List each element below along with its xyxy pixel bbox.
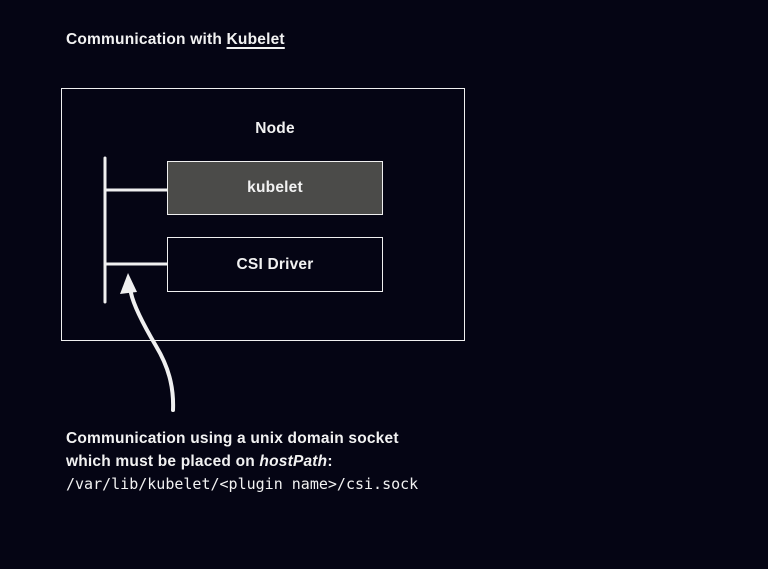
annotation-socket-path: /var/lib/kubelet/<plugin name>/csi.sock	[66, 475, 419, 493]
annotation-line-2-prefix: which must be placed on	[66, 453, 260, 470]
page-title: Communication with Kubelet	[66, 31, 285, 49]
annotation-text-block: Communication using a unix domain socket…	[66, 427, 418, 496]
annotation-line-1: Communication using a unix domain socket	[66, 430, 399, 447]
csi-driver-box: CSI Driver	[167, 237, 383, 292]
page-title-kubelet-underlined: Kubelet	[226, 31, 285, 48]
annotation-hostpath-term: hostPath	[259, 453, 328, 470]
kubelet-box: kubelet	[167, 161, 383, 215]
annotation-line-2-colon: :	[327, 453, 333, 470]
annotation-line-2: which must be placed on hostPath:	[66, 450, 418, 473]
kubelet-label: kubelet	[247, 179, 303, 196]
node-label: Node	[255, 120, 295, 137]
csi-driver-label: CSI Driver	[236, 255, 314, 273]
node-box: Node kubelet CSI Driver	[61, 88, 465, 341]
page-title-text: Communication with	[66, 31, 227, 48]
